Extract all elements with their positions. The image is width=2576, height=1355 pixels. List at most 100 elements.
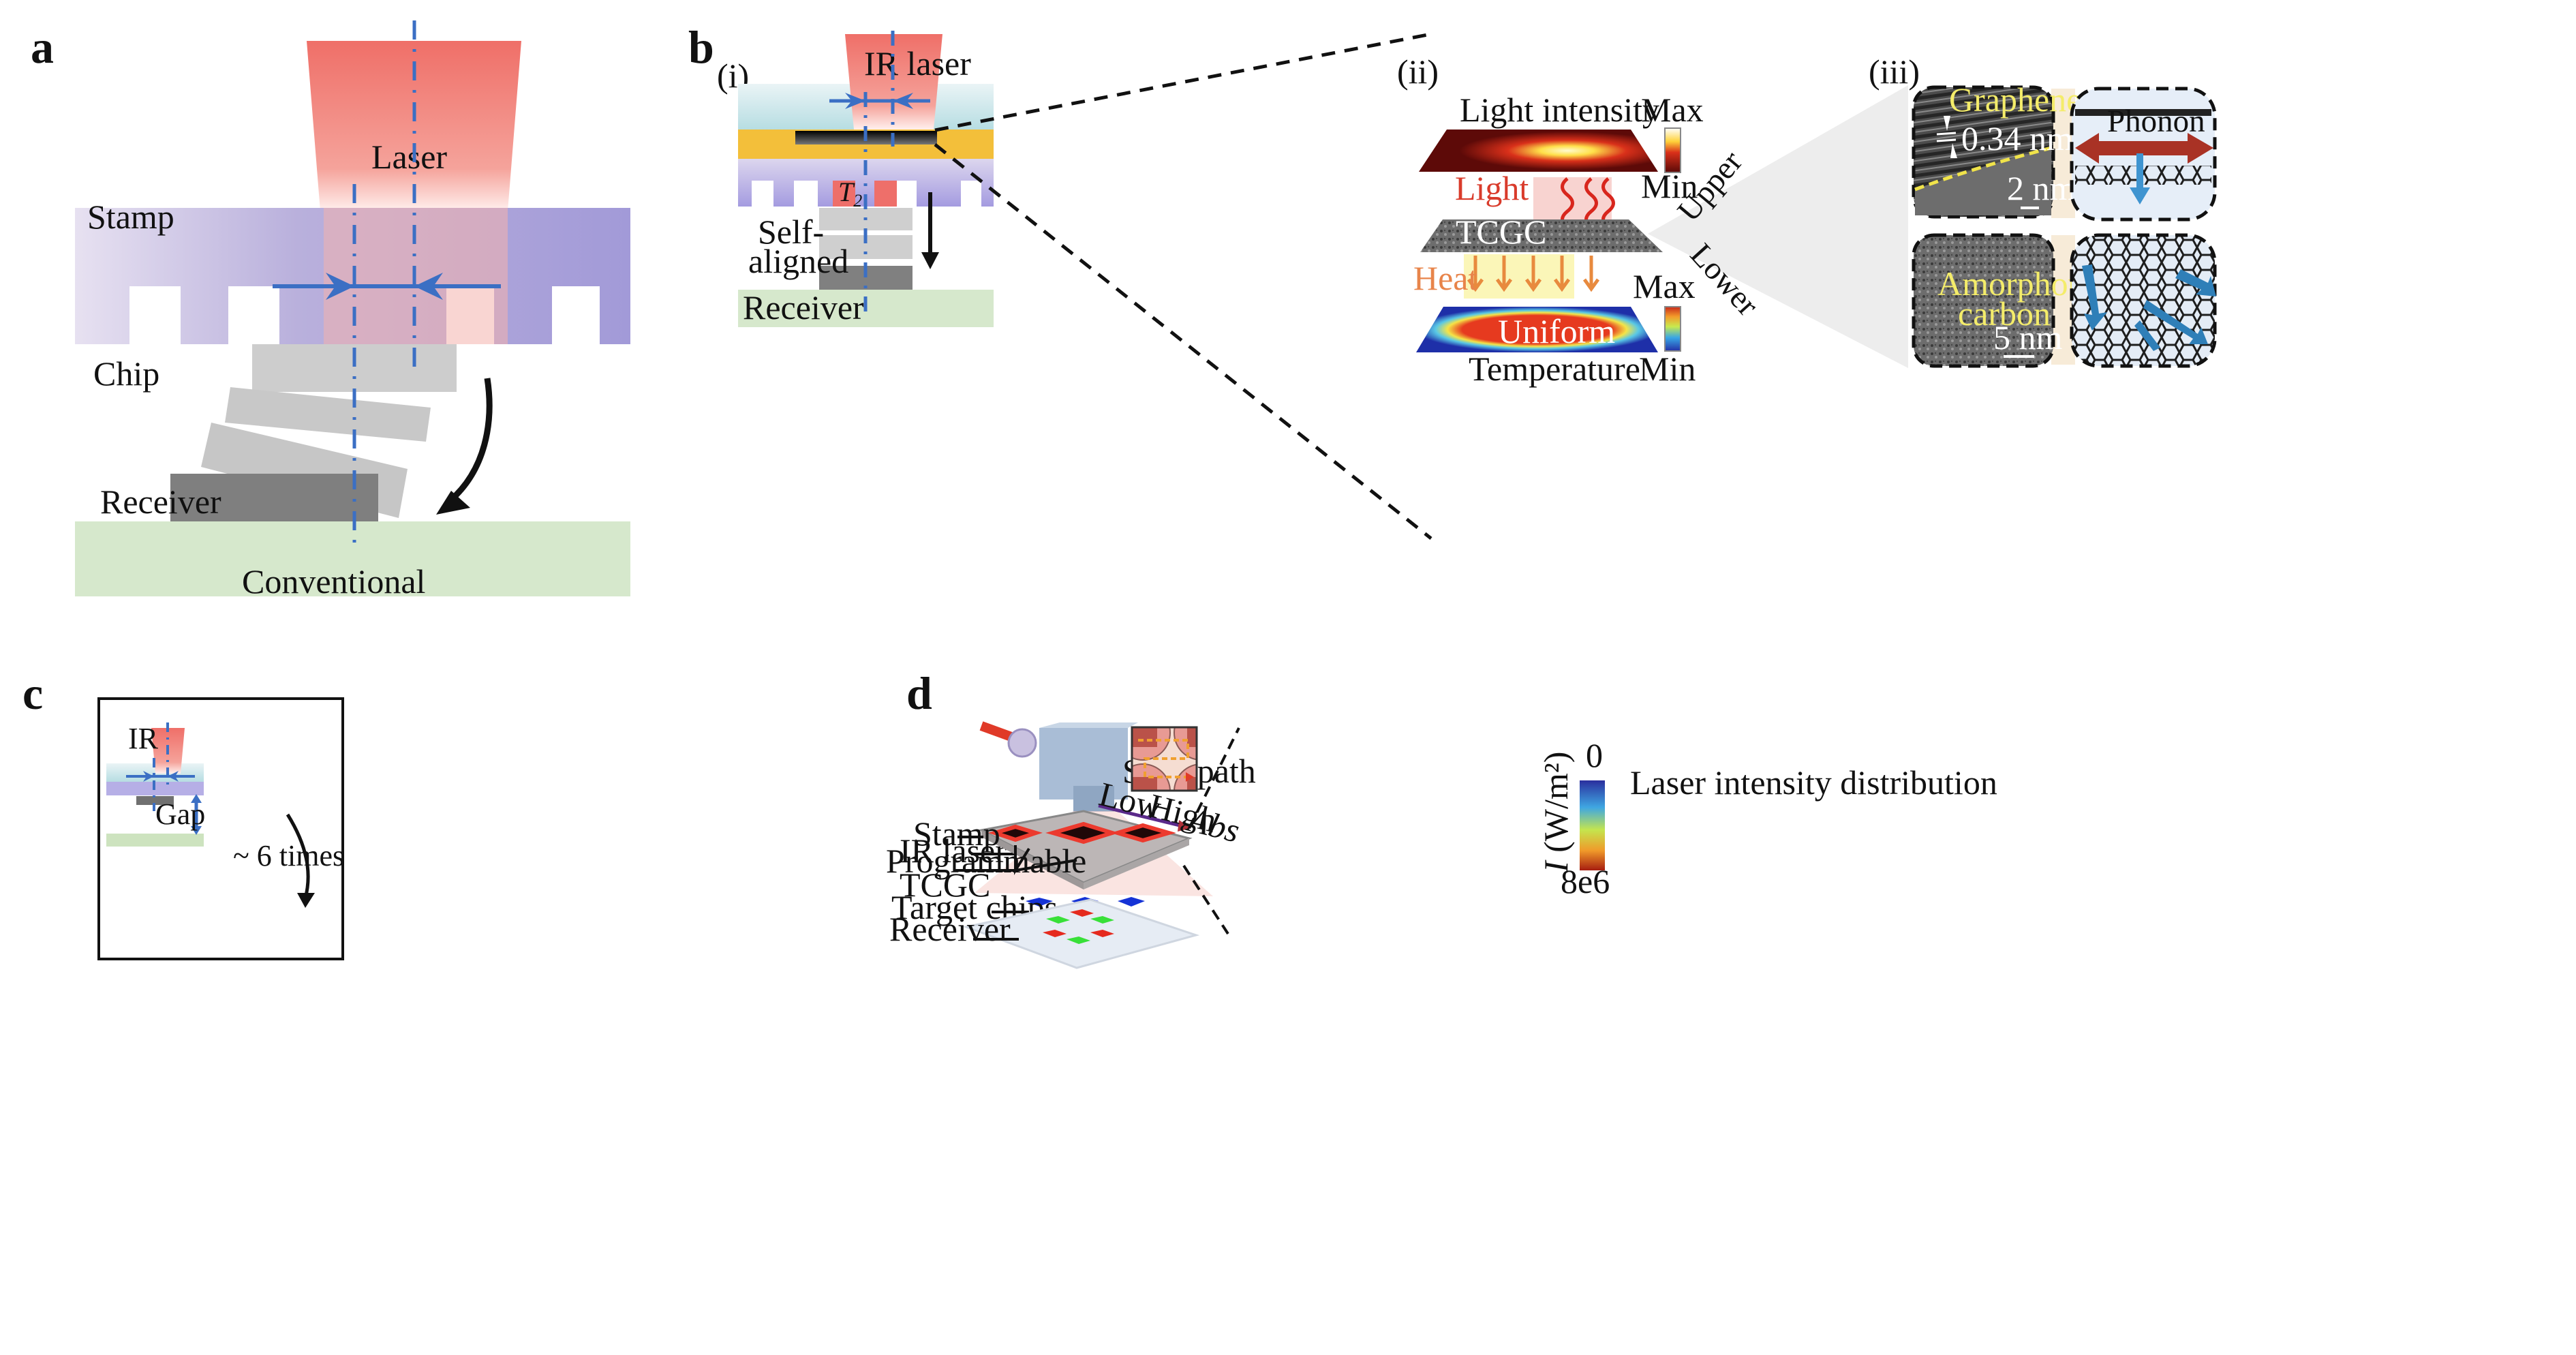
programmable-label: Programmable <box>886 842 1086 880</box>
ir-laser-beam <box>845 34 942 130</box>
heated-post-left <box>833 181 855 207</box>
plot-frame <box>97 697 344 960</box>
intensity-cbar-label: I (W/m²) <box>1537 752 1575 873</box>
receiver-chip-green-1 <box>1046 916 1070 924</box>
stamp-plate-side-left <box>981 830 1084 889</box>
tcgc-pad-1 <box>988 824 1043 842</box>
amorphous-tem-image <box>1912 233 2055 368</box>
scatter-arrow-3-icon <box>2143 300 2208 344</box>
receiver-chip-red-2 <box>1043 930 1067 937</box>
chip-landed <box>170 474 378 521</box>
chart-inset: IR Gap <box>106 722 205 847</box>
arrow-right-icon-b <box>845 93 865 109</box>
heat-label: Heat <box>1413 259 1477 297</box>
down-arrow-icon <box>921 252 939 269</box>
t2-label: T2 <box>838 177 862 211</box>
chip-2 <box>225 387 431 442</box>
target-chip-3 <box>1118 897 1145 907</box>
zoom-cone <box>1648 85 1908 368</box>
graphene-label: Graphene <box>1949 80 2081 119</box>
inset-gap-label: Gap <box>155 797 205 831</box>
tcgc-plate <box>1420 219 1663 252</box>
arrow-left-icon-b <box>893 93 913 109</box>
heat-region <box>1464 254 1574 299</box>
spacing-marker-1 <box>1936 132 1957 136</box>
sub-label-ii: (ii) <box>1397 52 1439 91</box>
panel-b-iii: (iii) Graphene 0.34 nm 2 nm Phonon Amorp… <box>1869 52 2217 368</box>
receiver <box>75 521 630 596</box>
max-label-bottom: Max <box>1633 267 1696 305</box>
interface-line <box>1914 146 2052 192</box>
spacing-label: 0.34 nm <box>1961 119 2073 157</box>
phonon-arrow-down-icon <box>2130 153 2150 204</box>
reduction-arrowhead-icon <box>297 893 315 908</box>
scale-upper-label: 2 nm <box>2007 169 2076 207</box>
tcgc-label-b: TCGC <box>1456 213 1546 251</box>
amorphous-region <box>1915 148 2051 215</box>
receiver-chip-red-1 <box>1070 909 1094 917</box>
heat-arrows-icon <box>1467 256 1600 292</box>
laser-connector <box>1007 728 1037 758</box>
scale-lower-label: 5 nm <box>1993 318 2063 356</box>
phonon-arrow-horizontal-icon <box>2075 133 2213 164</box>
receiver-label-b: Receiver <box>743 288 864 326</box>
curved-arrowhead-icon <box>436 491 470 515</box>
zoom-line-d-bottom <box>1182 864 1229 935</box>
temperature-map <box>1416 307 1658 352</box>
receiver-chip-green-2 <box>1090 916 1114 924</box>
light-label: Light <box>1455 169 1529 207</box>
intensity-cbar-max: 8e6 <box>1561 862 1610 900</box>
amorphous-label-2: carbon <box>1958 294 2051 333</box>
arrow-left-icon <box>414 273 443 300</box>
panel-label-c: c <box>22 667 43 719</box>
max-label-top: Max <box>1641 91 1704 129</box>
panel-b-i: b (i) IR laser T2 Self- aligned Receiver <box>688 21 1432 540</box>
curved-arrow <box>448 378 493 504</box>
graphene-sheet-top <box>2075 109 2211 116</box>
stamp-label-d: Stamp <box>913 814 1000 853</box>
spacing-arrow-up-icon <box>1950 143 1957 158</box>
panel-a-caption: Conventional <box>242 562 425 600</box>
inset-gap-arrow-up-icon <box>191 794 202 803</box>
panel-label-a: a <box>31 21 54 73</box>
light-intensity-map <box>1419 130 1658 172</box>
phonon-schematic-lower <box>2070 233 2217 368</box>
temperature-label: Temperature <box>1469 350 1640 388</box>
absorption-arrowhead-icon <box>1178 820 1191 832</box>
scatter-arrow-2-icon <box>2175 269 2216 296</box>
receiver-chip-green-3 <box>1067 937 1090 944</box>
scan-path-line <box>1138 739 1189 778</box>
receiver-label: Receiver <box>100 483 221 521</box>
min-label-bottom: Min <box>1639 350 1696 388</box>
panel-d: d IR laser Scan path Low High Abs Stamp … <box>886 667 1997 969</box>
inset-chip <box>136 796 174 805</box>
receiver-plate <box>962 898 1200 969</box>
self-aligned-label-1: Self- <box>758 213 824 251</box>
scatter-arrow-4-icon <box>2134 320 2160 351</box>
inset-arrow-left-icon <box>168 771 179 782</box>
min-label-top: Min <box>1641 167 1698 205</box>
inset-ir-label: IR <box>128 722 159 755</box>
zoom-line-d-top <box>1188 727 1240 829</box>
spacing-arrow-down-icon <box>1944 116 1950 131</box>
light-colorbar <box>1664 127 1681 173</box>
intensity-colorbar <box>1580 780 1605 870</box>
phonon-label: Phonon <box>2107 104 2205 139</box>
temp-colorbar-b <box>1664 306 1681 352</box>
inset-gap-arrow-down-icon <box>191 826 202 835</box>
laser-intensity-title: Laser intensity distribution <box>1630 763 1997 802</box>
receiver-label-d: Receiver <box>889 910 1011 948</box>
laser-label: Laser <box>371 138 447 176</box>
scan-path-arrow-icon <box>1186 772 1194 782</box>
panel-a: a Stamp Laser Chip Receiver Conventional <box>31 20 630 600</box>
self-aligned-label-2: aligned <box>748 242 848 280</box>
inset-arrow-right-icon <box>143 771 154 782</box>
laser-head-top <box>1039 722 1138 728</box>
target-chip-1 <box>1026 898 1053 907</box>
inset-receiver <box>106 834 204 847</box>
intensity-cbar-min: 0 <box>1586 736 1603 774</box>
panel-c: c IR Gap ~ 6 times <box>22 667 344 960</box>
light-intensity-title: Light intensity <box>1460 91 1659 129</box>
tcgc-pad-3 <box>1110 823 1176 843</box>
